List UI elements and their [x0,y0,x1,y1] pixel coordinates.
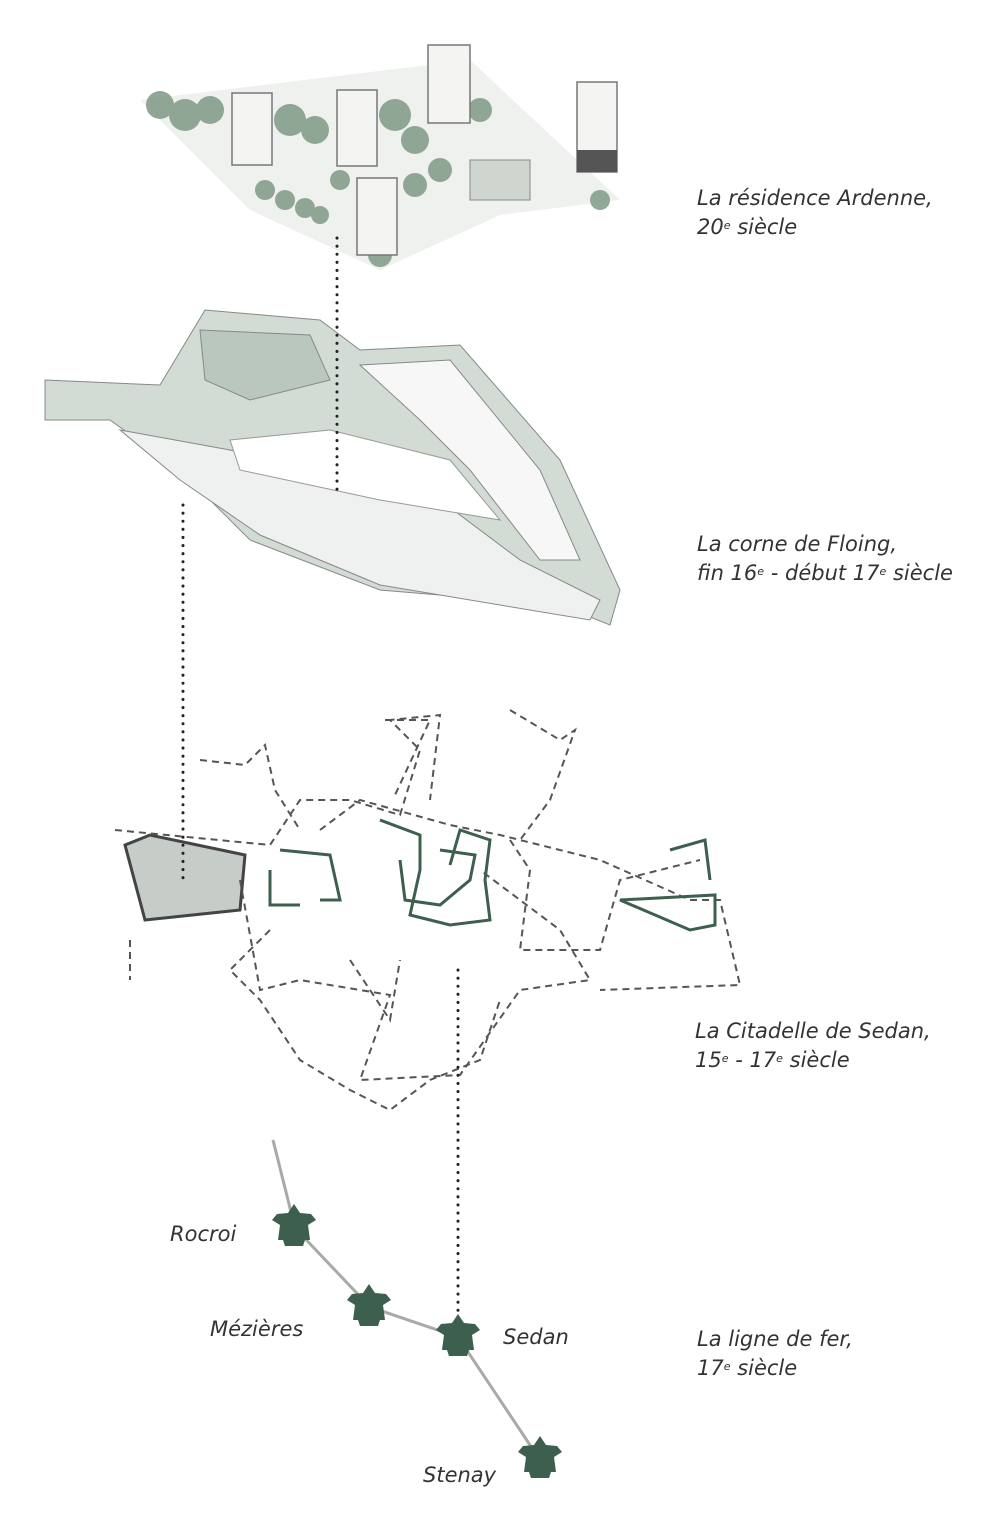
caption-citadelle-de-sedan: La Citadelle de Sedan, 15e - 17e siècle [695,1017,931,1075]
citadelle-de-sedan-plan [114,709,742,1112]
tower-base [577,150,617,172]
citadelle-core [268,818,717,932]
corne-de-floing-illustration [44,309,621,626]
ligne-de-fer-line [271,1139,542,1461]
caption-title: La ligne de fer, [697,1327,853,1351]
trees [146,91,610,267]
caption-period: 15e - 17e siècle [695,1048,850,1072]
caption-corne-de-floing: La corne de Floing, fin 16e - début 17e … [697,530,953,588]
caption-ligne-de-fer: La ligne de fer, 17e siècle [697,1325,853,1383]
caption-residence-ardenne: La résidence Ardenne, 20e siècle [697,184,933,242]
caption-title: La corne de Floing, [697,532,898,556]
caption-title: La Citadelle de Sedan, [695,1019,931,1043]
place-label-stenay: Stenay [423,1463,497,1487]
place-label-mezieres: Mézières [210,1317,304,1341]
fort-stars [272,1204,562,1478]
caption-title: La résidence Ardenne, [697,186,933,210]
caption-period: 20e siècle [697,215,798,239]
caption-period: fin 16e - début 17e siècle [697,561,953,585]
star-fort-icon [518,1436,562,1478]
place-label-rocroi: Rocroi [170,1222,237,1246]
dotted-connectors [181,236,460,1337]
star-fort-icon [436,1314,480,1356]
star-fort-icon [272,1204,316,1246]
residence-ardenne-illustration [140,44,620,270]
caption-period: 17e siècle [697,1356,798,1380]
place-label-sedan: Sedan [503,1325,569,1349]
